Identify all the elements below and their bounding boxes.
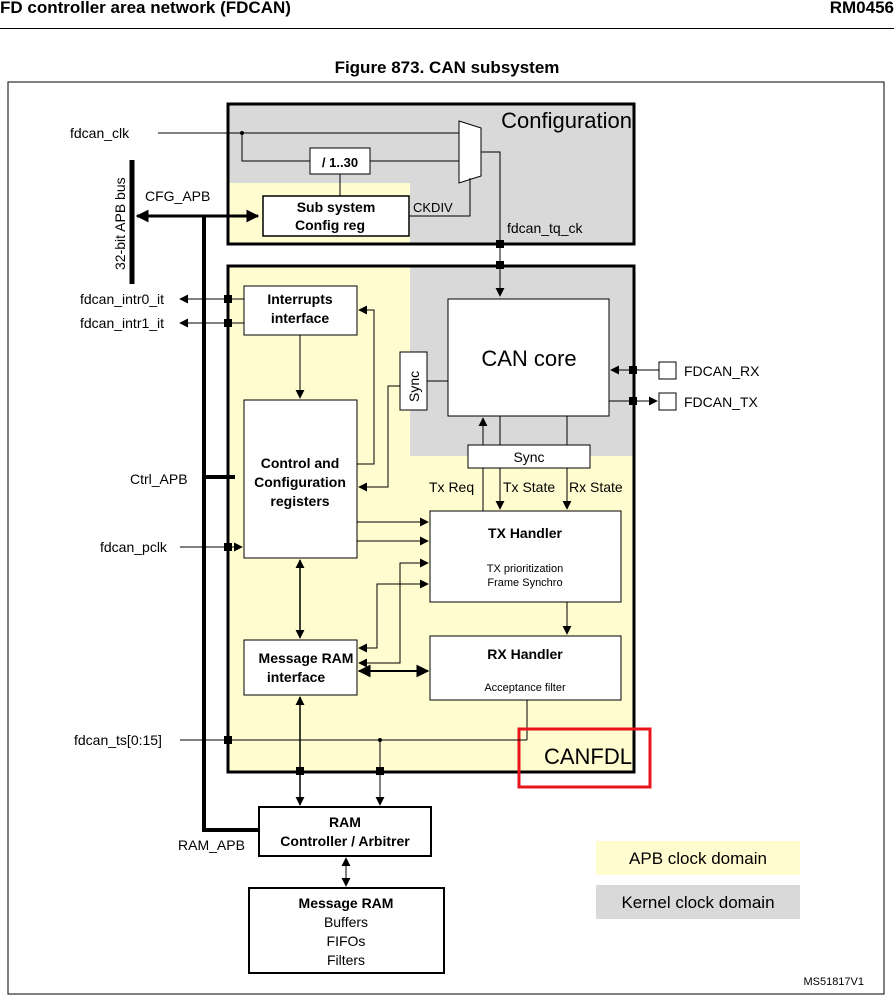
canfdl-label: CANFDL xyxy=(544,744,632,769)
legend-kernel-label: Kernel clock domain xyxy=(621,893,774,912)
ram-controller-block xyxy=(258,806,432,857)
ctrl-label-2: Configuration xyxy=(254,474,346,490)
fdcan-tx-pin xyxy=(658,392,677,411)
clock-divider-block xyxy=(309,147,371,175)
subsystem-config-reg-block xyxy=(262,195,410,237)
canfdl-highlight-box xyxy=(517,727,652,789)
interrupts-label-1: Interrupts xyxy=(267,291,333,307)
msgram-tx-wire-2 xyxy=(358,558,429,668)
figure-code: MS51817V1 xyxy=(803,976,864,988)
rx-handler-block xyxy=(429,635,622,701)
tx-port xyxy=(629,397,637,405)
legend-apb-swatch xyxy=(596,841,800,875)
clock-divider-label: / 1..30 xyxy=(322,155,358,170)
rx-state-label: Rx State xyxy=(569,479,623,495)
sync-horizontal-block xyxy=(467,444,591,469)
rx-port xyxy=(629,366,637,374)
legend-apb-label: APB clock domain xyxy=(629,849,767,868)
figure-frame xyxy=(7,81,885,995)
fdcan-tq-ck-label: fdcan_tq_ck xyxy=(507,220,583,236)
configuration-label: Configuration xyxy=(501,108,632,133)
tx-req-label: Tx Req xyxy=(429,479,474,495)
fdcan-intr0-label: fdcan_intr0_it xyxy=(80,291,164,307)
intr0-port xyxy=(224,295,232,303)
tq-ck-port-bottom xyxy=(496,261,504,269)
fdcan-block xyxy=(226,264,636,774)
document-id: RM0456 xyxy=(829,0,894,17)
ram-ctrl-label-1: RAM xyxy=(329,814,361,830)
internal-apb-bus xyxy=(202,216,259,832)
tx-state-label: Tx State xyxy=(503,479,555,495)
cfg-apb-label: CFG_APB xyxy=(145,188,210,204)
intr1-port xyxy=(224,319,232,327)
message-ram-block xyxy=(248,887,445,974)
ram-apb-label: RAM_APB xyxy=(178,837,245,853)
ctrl-apb-label: Ctrl_APB xyxy=(130,471,188,487)
fdcan-tx-label: FDCAN_TX xyxy=(684,394,759,410)
ckdiv-label: CKDIV xyxy=(413,200,453,215)
msgram-label-3: FIFOs xyxy=(327,933,366,949)
tx-handler-block xyxy=(429,510,622,603)
ts-port xyxy=(224,736,232,744)
ctrl-label-3: registers xyxy=(270,493,329,509)
sync-vertical-block xyxy=(399,351,428,411)
tx-handler-sub-2: Frame Synchro xyxy=(487,577,562,589)
subsystem-config-label-1: Sub system xyxy=(297,199,376,215)
subsystem-config-label-2: Config reg xyxy=(295,217,365,233)
rx-handler-sub: Acceptance filter xyxy=(484,682,566,694)
msgram-label-2: Buffers xyxy=(324,914,368,930)
section-title: FD controller area network (FDCAN) xyxy=(0,0,291,17)
fdcan-rx-label: FDCAN_RX xyxy=(684,363,760,379)
ramif-port xyxy=(296,767,304,775)
figure-title: Figure 873. CAN subsystem xyxy=(334,58,560,77)
interrupts-label-2: interface xyxy=(271,310,330,326)
configuration-block xyxy=(226,102,636,246)
pclk-port xyxy=(224,543,232,551)
ram-ctrl-label-2: Controller / Arbitrer xyxy=(280,833,410,849)
ctrl-to-interrupts-wire xyxy=(357,305,375,465)
fdcan-rx-pin xyxy=(658,361,677,380)
msgram-if-label-1: Message RAM xyxy=(259,650,354,666)
control-config-registers-block xyxy=(243,399,358,559)
fdcan-clk-label: fdcan_clk xyxy=(70,125,130,141)
fdcan-ts-label: fdcan_ts[0:15] xyxy=(74,732,162,748)
fdcan-pclk-label: fdcan_pclk xyxy=(100,539,168,555)
msgram-if-label-2: interface xyxy=(267,669,326,685)
sync-horizontal-label: Sync xyxy=(513,449,544,465)
can-core-block xyxy=(447,298,610,417)
apb-bus-label: 32-bit APB bus xyxy=(112,177,128,270)
tx-handler-label: TX Handler xyxy=(488,525,562,541)
ckdiv-wire xyxy=(409,178,471,217)
page-header: FD controller area network (FDCAN) RM045… xyxy=(0,0,894,29)
ctrl-label-1: Control and xyxy=(261,455,340,471)
clk-to-divider-wire xyxy=(241,133,459,162)
sync-vertical-label: Sync xyxy=(406,371,422,402)
tq-ck-port-top xyxy=(496,240,504,248)
msgram-label-1: Message RAM xyxy=(299,895,394,911)
ts-ram-port xyxy=(376,767,384,775)
rx-handler-label: RX Handler xyxy=(487,646,563,662)
clock-mux xyxy=(458,120,482,184)
tx-handler-sub-1: TX prioritization xyxy=(487,563,563,575)
sync-to-ctrl-wire xyxy=(358,385,400,492)
legend-kernel-swatch xyxy=(596,885,800,919)
msgram-label-4: Filters xyxy=(327,952,365,968)
message-ram-interface-block xyxy=(243,639,358,696)
fdcan-intr1-label: fdcan_intr1_it xyxy=(80,315,164,331)
can-core-label: CAN core xyxy=(481,346,576,371)
